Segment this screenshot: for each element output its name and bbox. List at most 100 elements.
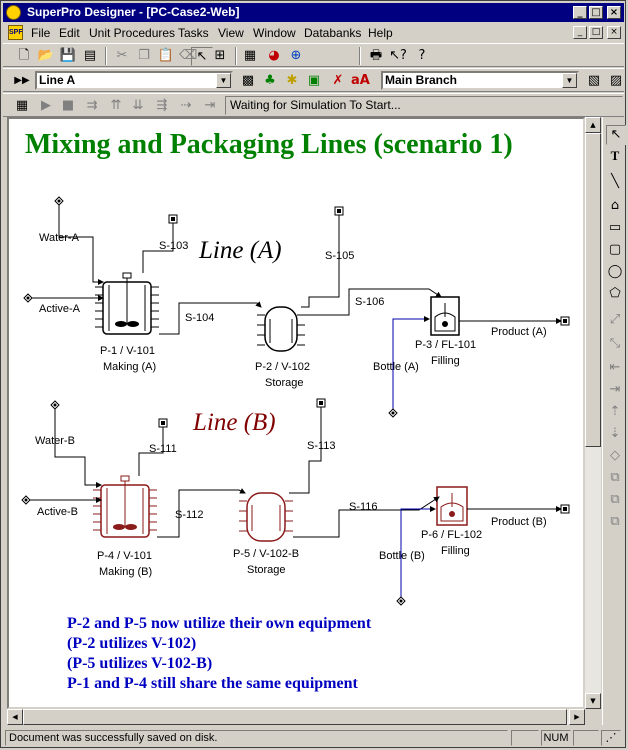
open-folder-icon[interactable]: 📂 [37,48,55,63]
connect-icon[interactable]: ⊞ [214,48,226,63]
menu-view[interactable]: View [218,26,244,40]
align-top-icon[interactable]: ⇡ [609,404,621,419]
document-icon[interactable]: SPF [8,25,23,40]
rotate-tool-icon[interactable]: ⤢ [609,312,621,327]
stream-label-s106[interactable]: S-106 [355,296,385,308]
stream-label-product-b[interactable]: Product (B) [491,516,547,528]
line-select[interactable]: Line A ▼ [35,71,233,90]
stream-label-s103[interactable]: S-103 [159,240,189,252]
horizontal-scroll-thumb[interactable] [23,709,567,725]
center-icon[interactable]: ◇ [610,448,620,463]
sim-icon-6[interactable]: ⇥ [204,98,216,113]
align-right-icon[interactable]: ⇥ [609,382,621,397]
scroll-up-icon[interactable]: ▲ [585,117,601,133]
stream-label-active-a[interactable]: Active-A [39,303,80,315]
flowsheet-canvas[interactable]: Mixing and Packaging Lines (scenario 1) … [7,117,585,709]
mdi-restore-button[interactable]: □ [589,26,603,39]
p2-storage-tank[interactable] [257,306,305,352]
flip-tool-icon[interactable]: ⤡ [609,336,621,351]
chevron-down-icon[interactable]: ▼ [216,73,231,88]
stream-label-s111[interactable]: S-111 [149,443,177,455]
sim-icon-2[interactable]: ⇈ [110,98,122,113]
stream-label-bottle-a[interactable]: Bottle (A) [373,361,419,373]
horizontal-scrollbar[interactable]: ◀ ▶ [7,709,585,725]
help-icon[interactable]: ? [418,48,426,63]
tool-icon-5[interactable]: ✗ [332,73,344,88]
rounded-rectangle-tool-icon[interactable]: ▢ [608,242,622,257]
arrow-select-icon[interactable]: ↖ [606,125,626,145]
rectangle-tool-icon[interactable]: ▭ [608,220,622,235]
p6-filler[interactable] [436,486,468,526]
polyline-tool-icon[interactable]: ⌂ [610,198,620,213]
menu-file[interactable]: File [31,26,51,40]
delete-icon[interactable]: ⌫ [179,48,198,63]
sim-icon-4[interactable]: ⇶ [156,98,168,113]
play-icon[interactable]: ▶ [41,98,51,113]
group-icon[interactable]: ⧉ [610,514,620,529]
save-icon[interactable]: 💾 [59,48,77,63]
menu-help[interactable]: Help [368,26,393,40]
menu-tasks[interactable]: Tasks [178,26,209,40]
stream-label-product-a[interactable]: Product (A) [491,326,547,338]
vertical-scroll-thumb[interactable] [585,133,601,447]
size-grip-icon[interactable]: ⋰ [601,730,621,746]
p4-mixer[interactable] [93,475,157,538]
p1-mixer[interactable] [95,272,159,335]
send-back-icon[interactable]: ⧉ [610,492,620,507]
tool-icon-2[interactable]: ♣ [264,73,276,88]
sim-icon-1[interactable]: ⇉ [86,98,98,113]
stream-label-bottle-b[interactable]: Bottle (B) [379,550,425,562]
stream-label-active-b[interactable]: Active-B [37,506,78,518]
scroll-left-icon[interactable]: ◀ [7,709,23,725]
bring-front-icon[interactable]: ⧉ [610,470,620,485]
scroll-right-icon[interactable]: ▶ [569,709,585,725]
sim-icon-3[interactable]: ⇊ [132,98,144,113]
tool-icon-6[interactable]: ▧ [587,73,601,88]
component-icon[interactable]: ⊕ [290,48,302,63]
copy-icon[interactable]: ❐ [138,48,150,63]
line-tool-icon[interactable]: ╲ [611,174,619,189]
tool-icon-3[interactable]: ✱ [286,73,298,88]
grid-icon[interactable]: ▦ [15,98,29,113]
stream-label-s105[interactable]: S-105 [325,250,355,262]
print-icon[interactable]: 🖶 [369,48,383,63]
scroll-down-icon[interactable]: ▼ [585,693,601,709]
save-all-icon[interactable]: ▤ [83,48,97,63]
cut-icon[interactable]: ✂ [116,48,128,63]
menu-unit-procedures[interactable]: Unit Procedures [89,26,176,40]
menu-window[interactable]: Window [253,26,296,40]
text-tool-icon[interactable]: T [610,148,620,163]
vertical-scrollbar[interactable]: ▲ ▼ [585,117,601,709]
mdi-minimize-button[interactable]: _ [573,26,587,39]
pointer-icon[interactable]: ↖ [191,47,213,66]
stream-label-water-a[interactable]: Water-A [39,232,79,244]
maximize-button[interactable]: □ [589,6,603,19]
p5-storage-tank[interactable] [239,492,293,542]
tool-icon-1[interactable]: ▩ [241,73,255,88]
close-button[interactable]: × [607,6,621,19]
align-bottom-icon[interactable]: ⇣ [609,426,621,441]
branch-select[interactable]: Main Branch ▼ [381,71,579,90]
align-left-icon[interactable]: ⇤ [609,360,621,375]
fast-forward-icon[interactable]: ▶▶ [14,75,30,86]
context-help-icon[interactable]: ↖? [389,48,407,63]
calculator-icon[interactable]: ▦ [243,48,257,63]
menu-edit[interactable]: Edit [59,26,80,40]
title-bar[interactable]: SuperPro Designer - [PC-Case2-Web] _ □ × [3,3,624,22]
menu-databanks[interactable]: Databanks [304,26,362,40]
stop-icon[interactable]: ■ [61,98,75,113]
ellipse-tool-icon[interactable]: ◯ [607,264,623,279]
tool-icon-7[interactable]: ▨ [609,73,623,88]
p3-filler[interactable] [430,296,460,336]
chevron-down-icon[interactable]: ▼ [562,73,577,88]
mdi-close-button[interactable]: × [607,26,621,39]
new-file-icon[interactable]: 🗋 [18,48,30,63]
stream-label-water-b[interactable]: Water-B [35,435,75,447]
stream-label-s116[interactable]: S-116 [349,501,378,513]
minimize-button[interactable]: _ [573,6,587,19]
font-icon[interactable]: aA [351,73,370,88]
tool-icon-4[interactable]: ▣ [307,73,321,88]
polygon-tool-icon[interactable]: ⬠ [609,286,621,301]
stream-label-s112[interactable]: S-112 [175,509,204,521]
colors-icon[interactable]: ◕ [268,48,280,63]
